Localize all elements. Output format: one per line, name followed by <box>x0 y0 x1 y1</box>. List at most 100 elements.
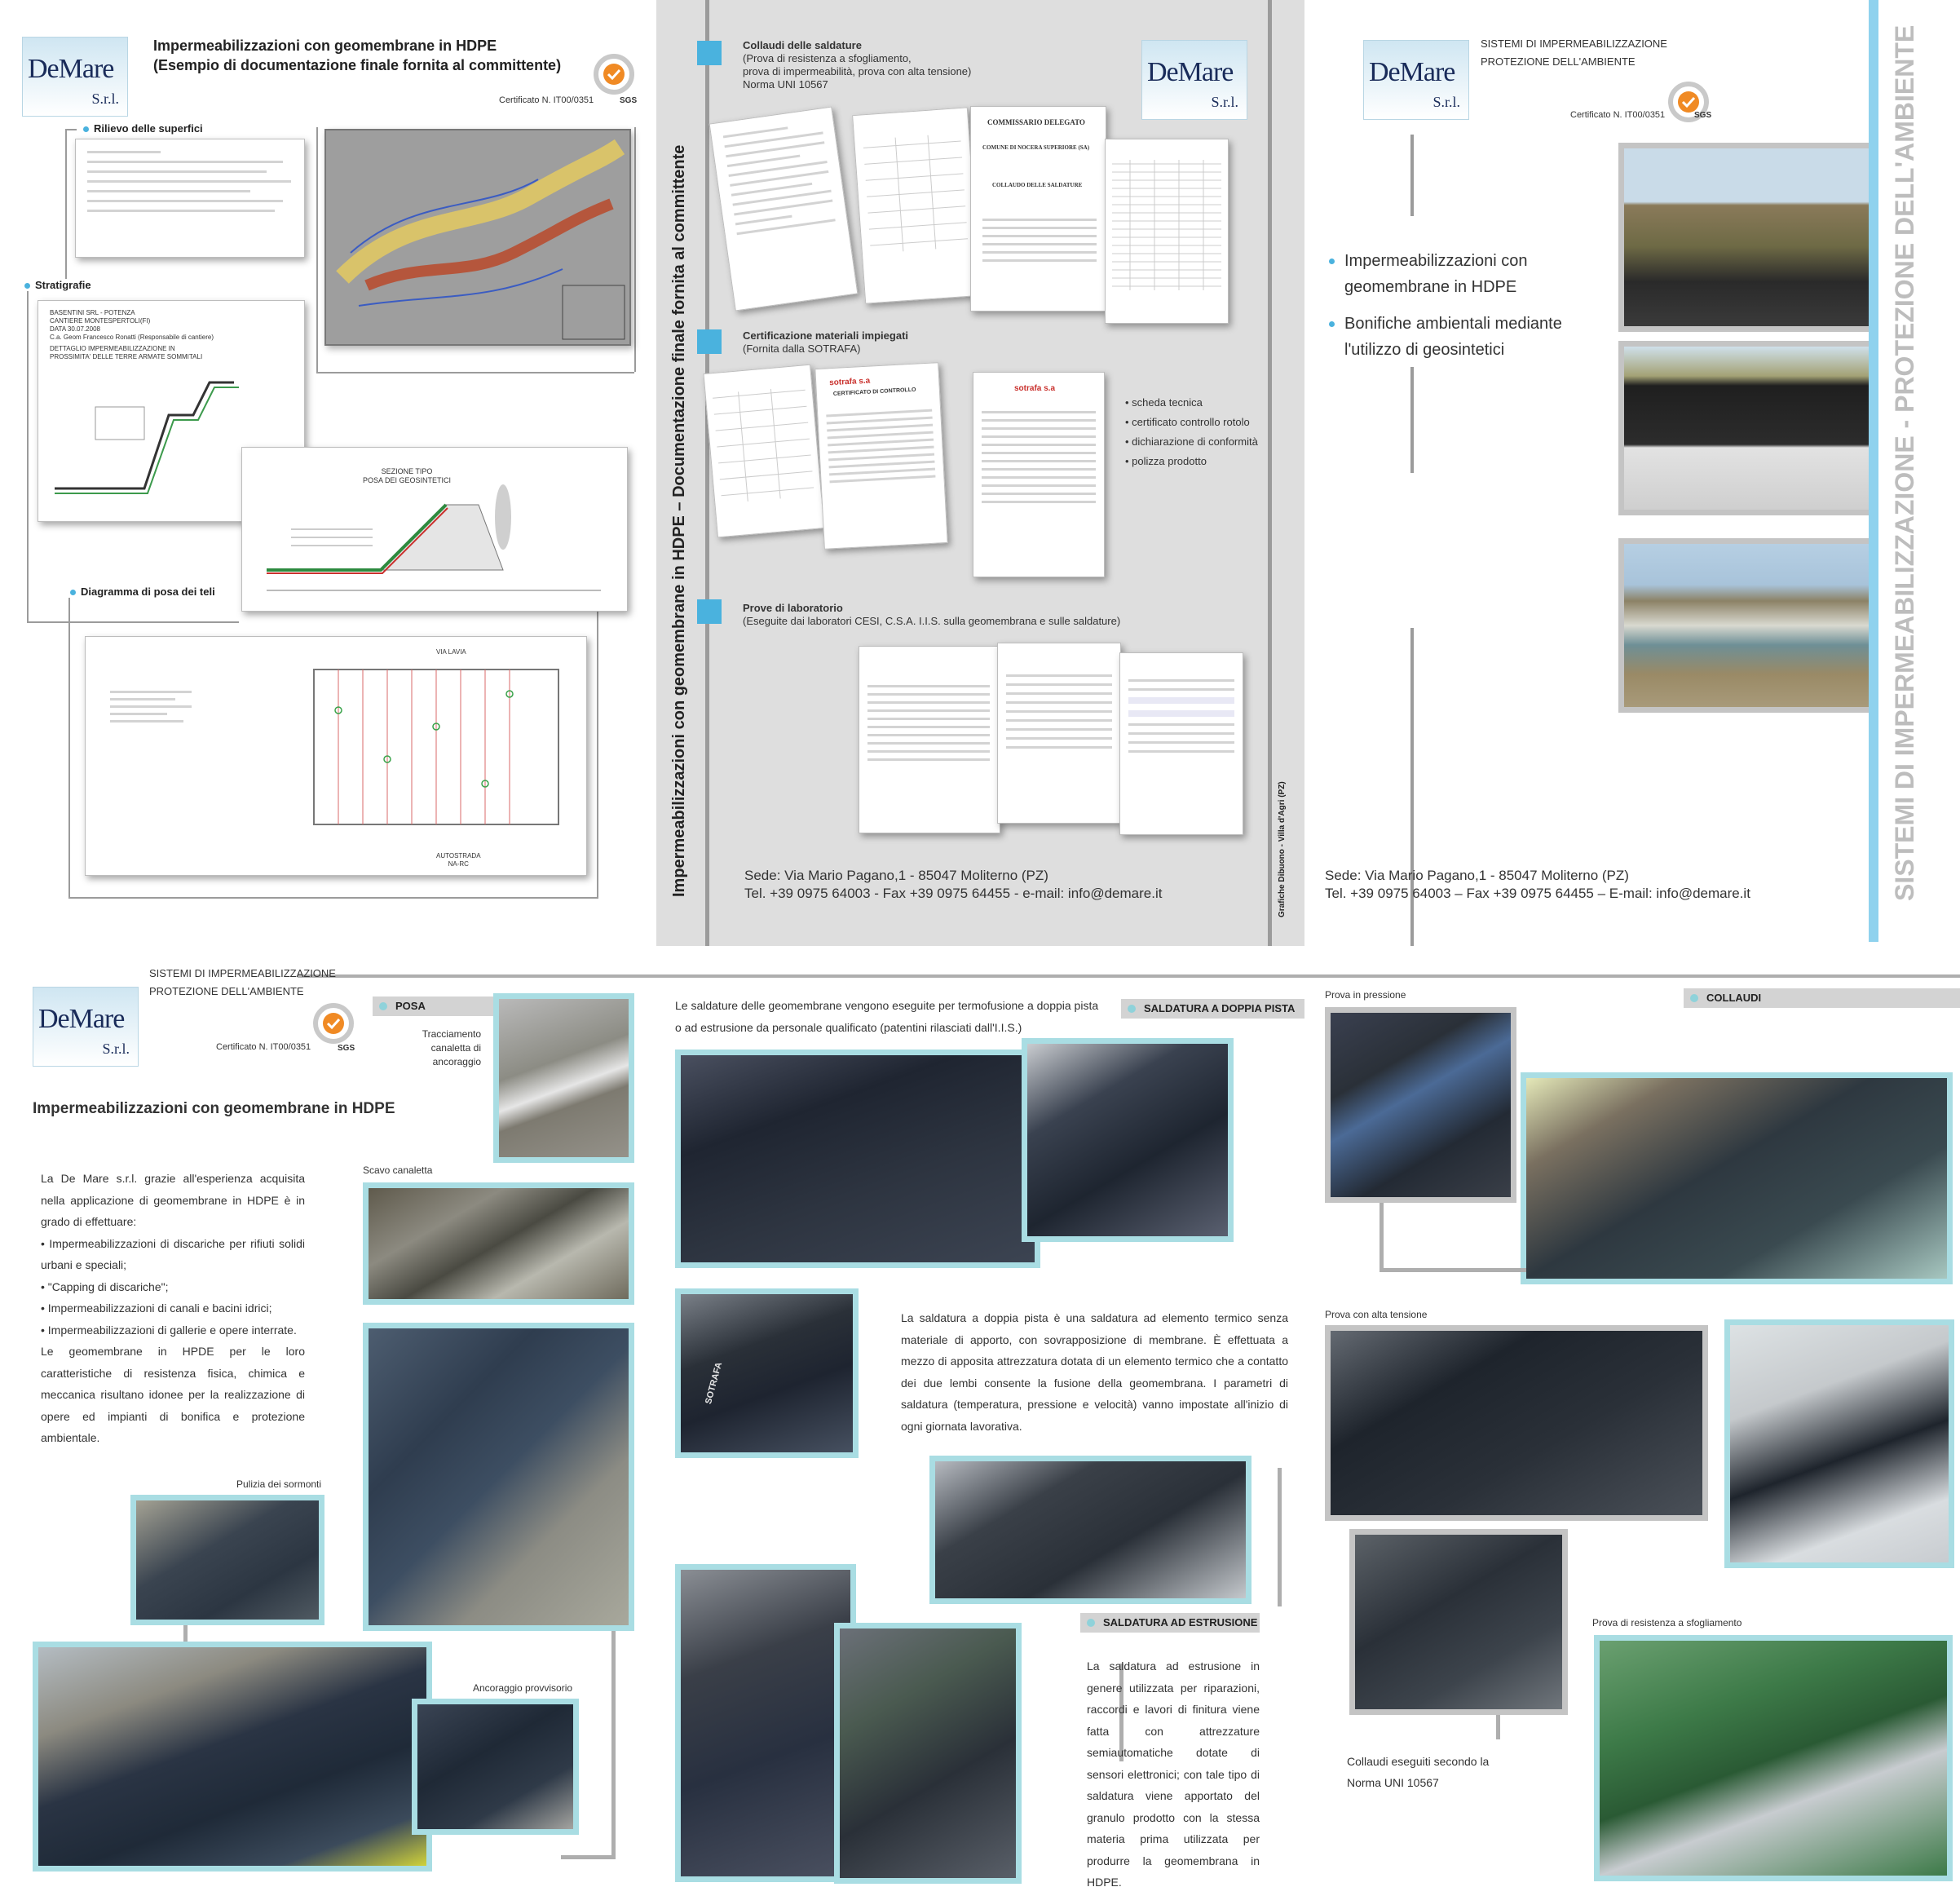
sotrafa-document-1 <box>703 364 825 538</box>
panel-collaudi: Prova in pressione COLLAUDI Prova con al… <box>1304 946 1960 1887</box>
panel2-vertical-title: Impermeabilizzazioni con geomembrane in … <box>670 144 688 897</box>
connector <box>68 897 597 899</box>
connector <box>1410 135 1414 216</box>
connector <box>611 1631 616 1859</box>
connector <box>316 372 634 373</box>
list-item: • dichiarazione di conformità <box>1125 435 1258 448</box>
photo-prova-pressione <box>1521 1072 1953 1284</box>
bullet-icon <box>24 283 30 289</box>
top-rule <box>1304 974 1960 978</box>
collaudo-document-3: COMMISSARIO DELEGATO COMUNE DI NOCERA SU… <box>970 106 1106 312</box>
section-posa: POSA <box>373 997 495 1016</box>
photo-doppia-pista-macchina <box>675 1288 859 1458</box>
via-label: VIA LAVIA <box>436 648 466 656</box>
panel-cover: DeMare S.r.l. SISTEMI DI IMPERMEABILIZZA… <box>1304 0 1960 946</box>
collaudo-document-1 <box>709 106 859 312</box>
panel-certifications: Impermeabilizzazioni con geomembrane in … <box>656 0 1304 946</box>
caption-pressione: Prova in pressione <box>1325 989 1406 1001</box>
panel1-title: Impermeabilizzazioni con geomembrane in … <box>153 38 562 73</box>
caption-scavo: Scavo canaletta <box>363 1164 433 1176</box>
landfill-photo-2 <box>1618 341 1878 515</box>
photo-doppia-pista-dettaglio <box>929 1456 1251 1604</box>
connector <box>27 621 239 623</box>
collaudi-marker <box>697 41 722 65</box>
sgs-label: SGS <box>620 96 638 105</box>
photo-tracciamento <box>493 993 634 1163</box>
caption-tracciamento: Tracciamento canaletta di ancoraggio <box>422 1028 481 1067</box>
connector <box>1119 1664 1123 1761</box>
photo-saldatura-1 <box>675 1050 1040 1268</box>
caption-sfogliamento: Prova di resistenza a sfogliamento <box>1592 1617 1742 1628</box>
demare-logo: DeMare S.r.l. <box>1141 40 1247 120</box>
caption-alta-tensione: Prova con alta tensione <box>1325 1309 1428 1320</box>
demare-logo: DeMare S.r.l. <box>33 987 139 1067</box>
certificate-number: Certificato N. IT00/0351 <box>1570 110 1666 120</box>
connector <box>183 1625 188 1650</box>
photo-scavo <box>363 1182 634 1305</box>
top-rule <box>298 974 656 978</box>
sezione-svg <box>267 484 601 591</box>
vertical-divider <box>705 0 709 946</box>
panel2-footer: Sede: Via Mario Pagano,1 - 85047 Moliter… <box>744 868 1163 901</box>
list-item: • certificato controllo rotolo <box>1125 416 1250 428</box>
rilievo-document <box>75 139 305 258</box>
section-diagramma: Diagramma di posa dei teli <box>65 586 220 598</box>
systems-header: SISTEMI DI IMPERMEABILIZZAZIONE PROTEZIO… <box>149 967 336 997</box>
bullet-icon <box>83 126 89 132</box>
systems-header: SISTEMI DI IMPERMEABILIZZAZIONE PROTEZIO… <box>1481 38 1667 68</box>
certificazione-heading: Certificazione materiali impiegati (Forn… <box>743 329 909 355</box>
section-doppia-pista: SALDATURA A DOPPIA PISTA <box>1121 999 1304 1019</box>
cad-plan-svg <box>336 139 625 340</box>
connector <box>1380 1268 1526 1272</box>
sotrafa-document-2: sotrafa s.a CERTIFICATO DI CONTROLLO <box>814 362 948 550</box>
section-estrusione: SALDATURA AD ESTRUSIONE <box>1080 1613 1260 1633</box>
photo-pulizia <box>130 1495 324 1625</box>
connector <box>634 127 636 372</box>
photo-posa-teli <box>363 1323 634 1631</box>
credit-text: Grafiche Dibuono - Villa d'Agri (PZ) <box>1278 781 1287 917</box>
sgs-label: SGS <box>338 1044 355 1053</box>
sgs-certification-icon <box>594 54 634 95</box>
certificate-number: Certificato N. IT00/0351 <box>216 1042 311 1052</box>
photo-alta-tensione-3 <box>1349 1529 1568 1715</box>
bullet-icon <box>70 590 76 595</box>
doppia-pista-text: La saldatura a doppia pista è una saldat… <box>901 1311 1288 1433</box>
list-item: • scheda tecnica <box>1125 396 1203 409</box>
photo-alta-tensione-1 <box>1325 1325 1708 1521</box>
sgs-certification-icon <box>313 1003 354 1044</box>
list-item: • Impermeabilizzazioni di discariche per… <box>41 1236 305 1272</box>
lab-document-3 <box>1119 652 1243 835</box>
sezione-tipo-document: SEZIONE TIPO POSA DEI GEOSINTETICI <box>241 447 628 612</box>
panel3-vertical-title: SISTEMI DI IMPERMEABILIZZAZIONE - PROTEZ… <box>1890 24 1919 901</box>
photo-sfogliamento <box>1594 1635 1953 1881</box>
certificate-number: Certificato N. IT00/0351 <box>499 95 594 105</box>
caption-ancoraggio: Ancoraggio provvisorio <box>473 1682 573 1694</box>
vertical-divider <box>1268 0 1272 946</box>
list-item: • Impermeabilizzazioni di gallerie e ope… <box>41 1323 297 1337</box>
lab-document-2 <box>997 643 1121 824</box>
photo-manometro <box>1325 1007 1516 1203</box>
photo-estrusione-1 <box>675 1564 856 1882</box>
certificazione-marker <box>697 329 722 354</box>
posa-page-title: Impermeabilizzazioni con geomembrane in … <box>33 1100 395 1117</box>
section-stratigrafie: Stratigrafie <box>21 279 95 291</box>
estrusione-text: La saldatura ad estrusione in genere uti… <box>1087 1659 1260 1887</box>
photo-estrusione-2 <box>834 1623 1022 1884</box>
stratigrafie-section-svg <box>55 381 239 494</box>
diagramma-posa-document: VIA LAVIA AUTOSTRADA NA-RC <box>85 636 587 876</box>
connector <box>68 594 70 897</box>
demare-logo: DeMare S.r.l. <box>22 37 128 117</box>
saldatura-intro: Le saldature delle geomembrane vengono e… <box>675 999 1099 1034</box>
lab-document-1 <box>859 646 1000 833</box>
bullet-icon <box>1329 321 1335 328</box>
list-item: • "Capping di discariche"; <box>41 1279 169 1293</box>
sgs-certification-icon <box>1668 82 1709 122</box>
connector <box>1496 1715 1500 1739</box>
connector <box>561 1855 616 1859</box>
sgs-label: SGS <box>1694 111 1712 120</box>
connector <box>1278 1468 1282 1606</box>
panel-saldatura: Le saldature delle geomembrane vengono e… <box>656 946 1304 1887</box>
panel-posa: SISTEMI DI IMPERMEABILIZZAZIONE PROTEZIO… <box>0 946 656 1887</box>
bullet-icon <box>1329 259 1335 265</box>
collaudi-note: Collaudi eseguiti secondo la Norma UNI 1… <box>1347 1755 1490 1789</box>
